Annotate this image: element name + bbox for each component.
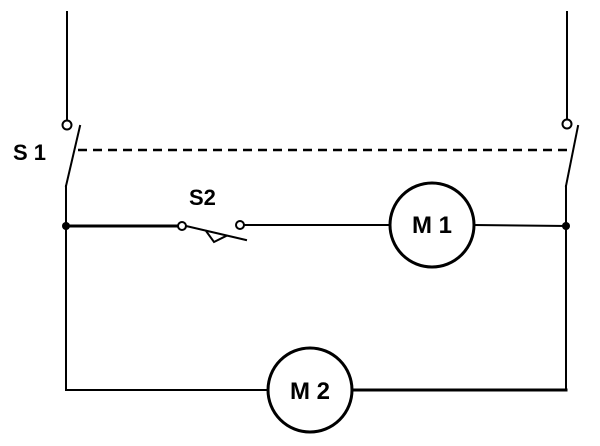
s2-right-terminal — [235, 220, 245, 230]
s2-label: S2 — [189, 185, 216, 210]
s1-right-terminal — [561, 118, 573, 130]
s2-left-terminal — [177, 221, 187, 231]
s2-blade — [184, 224, 248, 244]
s1-left-terminal — [61, 119, 73, 131]
motor-m1-label: M 1 — [412, 212, 452, 239]
s1-left-blade — [64, 124, 82, 188]
motor-m2-label: M 2 — [290, 378, 330, 405]
motor-m2-circle — [266, 346, 354, 434]
s1-label: S 1 — [13, 140, 46, 165]
s1-right-blade — [564, 124, 580, 188]
wire-m1-to-right-junction — [472, 223, 568, 228]
